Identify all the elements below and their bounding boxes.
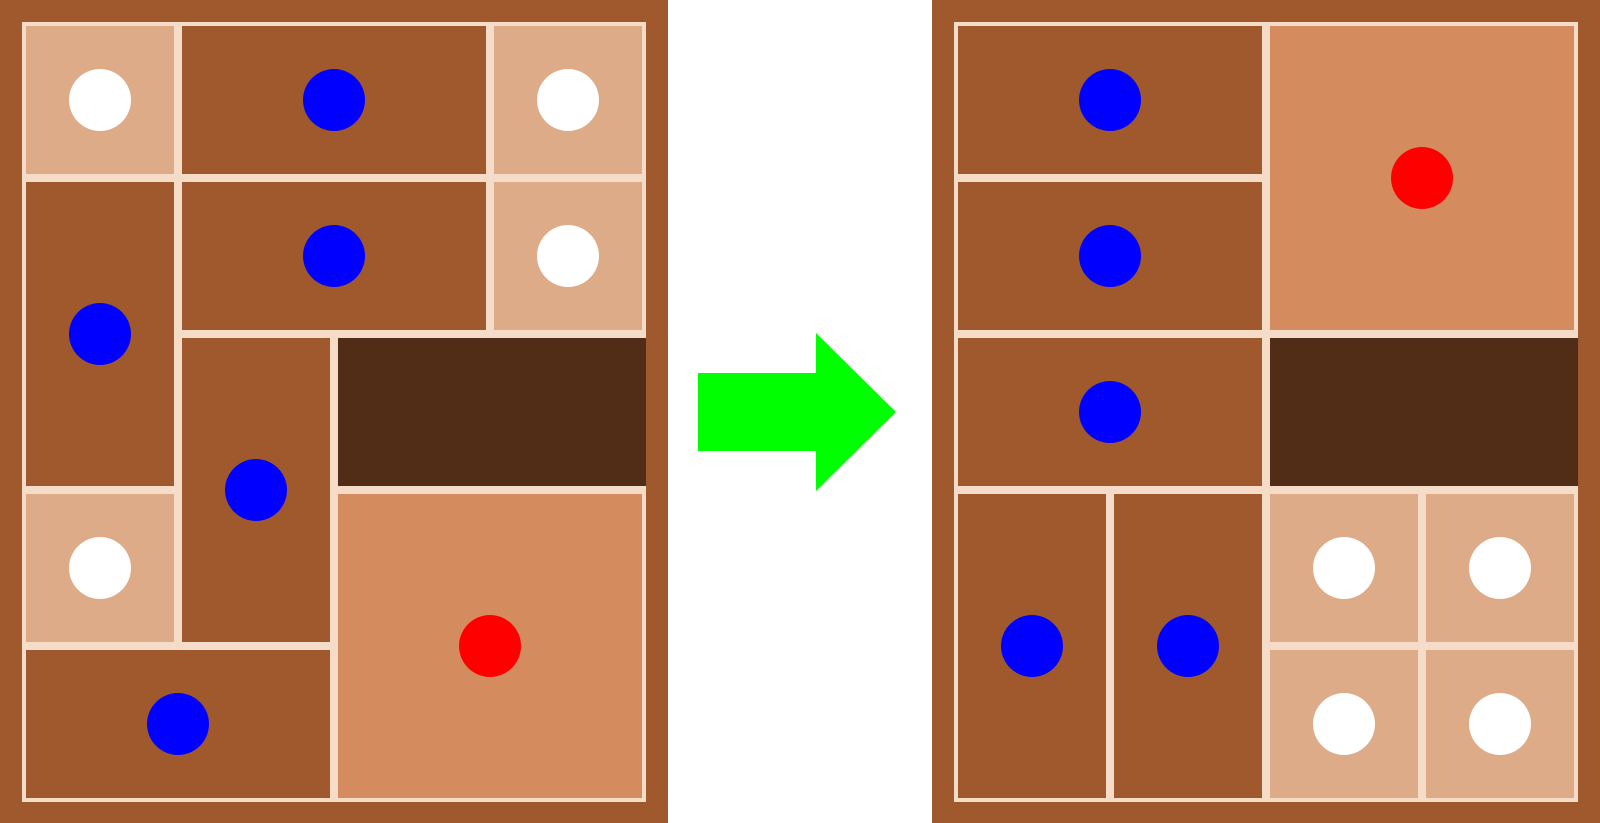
white-circle-icon bbox=[1469, 537, 1531, 599]
goal-piece-horizontal[interactable] bbox=[958, 26, 1262, 174]
start-piece-small[interactable] bbox=[26, 26, 174, 174]
start-empty-slot bbox=[338, 338, 646, 486]
start-piece-horizontal[interactable] bbox=[26, 650, 330, 798]
start-board bbox=[0, 0, 668, 823]
start-piece-horizontal[interactable] bbox=[182, 182, 486, 330]
goal-piece-vertical[interactable] bbox=[1114, 494, 1262, 798]
red-circle-icon bbox=[1391, 147, 1453, 209]
goal-board bbox=[932, 0, 1600, 823]
blue-circle-icon bbox=[1079, 381, 1141, 443]
start-piece-vertical[interactable] bbox=[182, 338, 330, 642]
blue-circle-icon bbox=[1157, 615, 1219, 677]
goal-piece-small[interactable] bbox=[1270, 650, 1418, 798]
start-piece-small[interactable] bbox=[26, 494, 174, 642]
blue-circle-icon bbox=[147, 693, 209, 755]
white-circle-icon bbox=[537, 69, 599, 131]
goal-piece-vertical[interactable] bbox=[958, 494, 1106, 798]
blue-circle-icon bbox=[1079, 225, 1141, 287]
goal-empty-slot bbox=[1270, 338, 1578, 486]
white-circle-icon bbox=[69, 69, 131, 131]
blue-circle-icon bbox=[69, 303, 131, 365]
blue-circle-icon bbox=[1001, 615, 1063, 677]
start-piece-large[interactable] bbox=[338, 494, 642, 798]
start-piece-horizontal[interactable] bbox=[182, 26, 486, 174]
white-circle-icon bbox=[1469, 693, 1531, 755]
white-circle-icon bbox=[69, 537, 131, 599]
start-piece-small[interactable] bbox=[494, 26, 642, 174]
blue-circle-icon bbox=[1079, 69, 1141, 131]
goal-piece-small[interactable] bbox=[1426, 494, 1574, 642]
start-piece-small[interactable] bbox=[494, 182, 642, 330]
goal-piece-small[interactable] bbox=[1270, 494, 1418, 642]
goal-piece-horizontal[interactable] bbox=[958, 338, 1262, 486]
white-circle-icon bbox=[1313, 537, 1375, 599]
blue-circle-icon bbox=[225, 459, 287, 521]
goal-board-grid bbox=[954, 22, 1578, 802]
blue-circle-icon bbox=[303, 69, 365, 131]
goal-piece-horizontal[interactable] bbox=[958, 182, 1262, 330]
goal-piece-small[interactable] bbox=[1426, 650, 1574, 798]
start-board-grid bbox=[22, 22, 646, 802]
goal-piece-large[interactable] bbox=[1270, 26, 1574, 330]
white-circle-icon bbox=[537, 225, 599, 287]
red-circle-icon bbox=[459, 615, 521, 677]
white-circle-icon bbox=[1313, 693, 1375, 755]
start-piece-vertical[interactable] bbox=[26, 182, 174, 486]
right-arrow-icon bbox=[698, 333, 896, 491]
blue-circle-icon bbox=[303, 225, 365, 287]
